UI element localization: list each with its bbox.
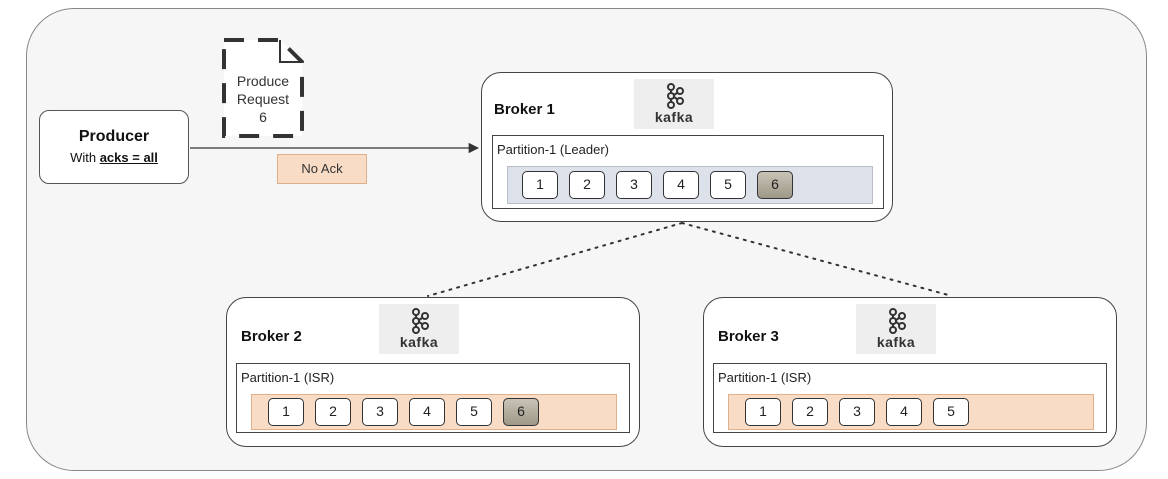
kafka-wordmark: kafka xyxy=(654,109,694,125)
record-offset-cell: 5 xyxy=(710,171,746,199)
broker-1-name: Broker 1 xyxy=(494,101,555,118)
kafka-icon xyxy=(889,308,906,334)
record-offset-cell: 4 xyxy=(663,171,699,199)
kafka-icon xyxy=(667,83,684,109)
record-offset-cell: 2 xyxy=(569,171,605,199)
record-offset-cell: 1 xyxy=(745,398,781,426)
record-offset-cell: 3 xyxy=(839,398,875,426)
produce-request-label: Produce Request 6 xyxy=(222,72,304,126)
produce-request-document: Produce Request 6 xyxy=(222,38,304,138)
record-offset-cell: 1 xyxy=(522,171,558,199)
produce-request-line2: Request xyxy=(236,91,290,107)
producer-box: Producer With acks = all xyxy=(39,110,189,184)
broker-3-partition-label: Partition-1 (ISR) xyxy=(718,370,812,385)
kafka-logo: kafka xyxy=(856,304,936,354)
record-offset-cell: 4 xyxy=(409,398,445,426)
record-offset-cell: 3 xyxy=(362,398,398,426)
kafka-logo: kafka xyxy=(634,79,714,129)
produce-request-line1: Produce xyxy=(236,73,290,89)
record-offset-cell: 1 xyxy=(268,398,304,426)
broker-2-partition-label: Partition-1 (ISR) xyxy=(241,370,335,385)
record-offset-cell: 5 xyxy=(933,398,969,426)
record-offset-cell: 2 xyxy=(792,398,828,426)
record-offset-cell: 5 xyxy=(456,398,492,426)
record-offset-cell: 4 xyxy=(886,398,922,426)
no-ack-badge: No Ack xyxy=(277,154,367,184)
producer-subtitle-prefix: With xyxy=(70,150,97,165)
kafka-icon xyxy=(412,308,429,334)
kafka-logo: kafka xyxy=(379,304,459,354)
producer-subtitle: With acks = all xyxy=(40,150,188,165)
broker-1-partition-label: Partition-1 (Leader) xyxy=(497,142,609,157)
document-icon xyxy=(222,38,304,138)
producer-title: Producer xyxy=(78,128,150,145)
produce-request-number: 6 xyxy=(259,109,267,125)
broker-2-name: Broker 2 xyxy=(241,328,302,345)
record-offset-cell: 2 xyxy=(315,398,351,426)
record-offset-cell: 3 xyxy=(616,171,652,199)
kafka-wordmark: kafka xyxy=(876,334,916,350)
kafka-wordmark: kafka xyxy=(399,334,439,350)
record-offset-cell: 6 xyxy=(503,398,539,426)
record-offset-cell: 6 xyxy=(757,171,793,199)
broker-3-name: Broker 3 xyxy=(718,328,779,345)
acks-setting: acks = all xyxy=(99,150,158,165)
